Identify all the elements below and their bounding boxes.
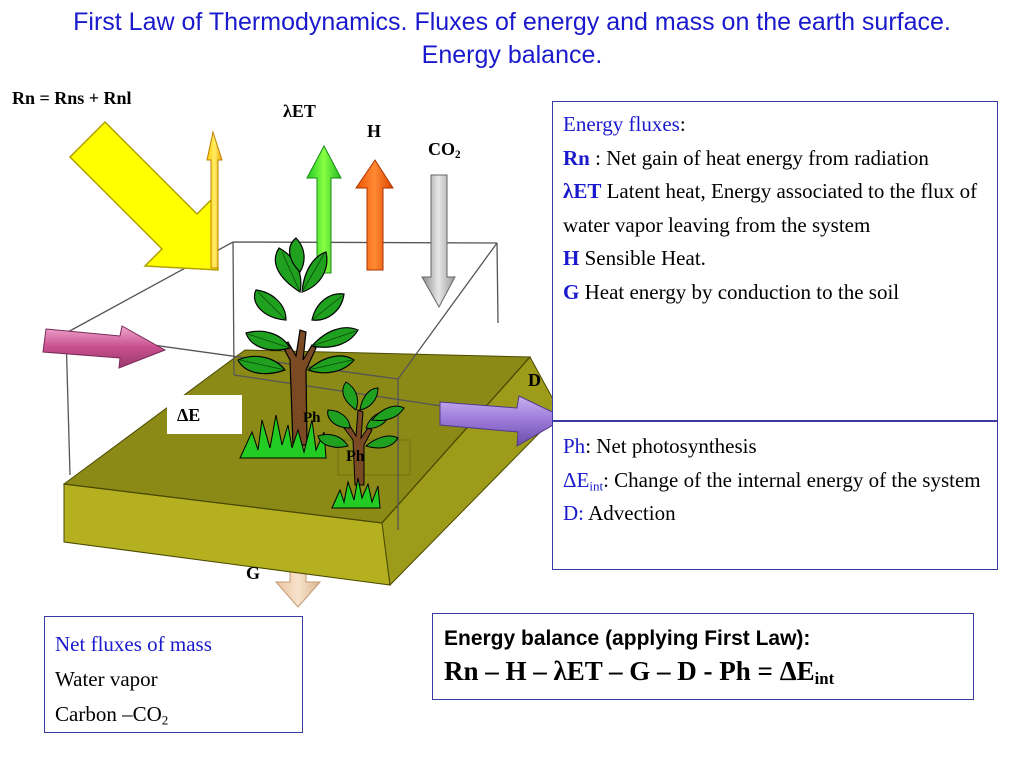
mass-fluxes-box: Net fluxes of mass Water vapor Carbon –C…	[44, 616, 303, 733]
tree-small-icon	[317, 381, 405, 486]
energy-balance-box: Energy balance (applying First Law): Rn …	[432, 613, 974, 700]
delta-e-definition: ΔEint: Change of the internal energy of …	[563, 467, 981, 493]
grass-large-icon	[239, 414, 327, 459]
rn-equation-label: Rn = Rns + Rnl	[12, 88, 132, 108]
advection-in-arrow	[42, 325, 167, 369]
mass-carbon: Carbon –CO2	[55, 702, 169, 728]
ph-definition: Ph: Net photosynthesis	[563, 434, 757, 458]
energy-balance-equation: Rn – H – λET – G – D - Ph = ΔEint	[444, 656, 835, 689]
d-label: D	[528, 370, 541, 390]
delta-e-label: ΔE	[177, 405, 201, 425]
reflected-radiation-arrow	[206, 130, 223, 269]
co2-arrow	[421, 174, 456, 309]
rn-definition: Rn : Net gain of heat energy from radiat…	[563, 145, 929, 170]
co2-label: CO2	[428, 139, 461, 160]
h-definition: H Sensible Heat.	[563, 246, 706, 270]
let-label: λET	[283, 101, 316, 121]
grass-small-icon	[331, 477, 381, 509]
ph-label: Ph	[346, 448, 365, 465]
page-title: First Law of Thermodynamics. Fluxes of e…	[73, 8, 951, 69]
delta-e-label-bg	[167, 395, 242, 434]
ph-label-overlap: Ph	[303, 410, 321, 426]
rn-arrow	[68, 120, 219, 271]
other-terms-box: Ph: Net photosynthesis ΔEint: Change of …	[552, 421, 998, 570]
let-arrow	[306, 144, 342, 274]
energy-fluxes-box: Energy fluxes: Rn : Net gain of heat ene…	[552, 101, 998, 421]
advection-out-arrow	[439, 395, 567, 447]
co2-label-sub: 2	[455, 148, 461, 161]
d-definition: D: Advection	[563, 501, 676, 525]
h-label: H	[367, 121, 382, 141]
mass-water-vapor: Water vapor	[55, 667, 158, 691]
g-label: G	[246, 563, 261, 583]
co2-label-text: CO	[428, 139, 455, 159]
tree-large-icon	[237, 237, 359, 446]
let-definition: λET Latent heat, Energy associated to th…	[563, 179, 978, 237]
energy-balance-title: Energy balance (applying First Law):	[444, 627, 811, 650]
mass-fluxes-heading: Net fluxes of mass	[55, 632, 212, 656]
energy-fluxes-heading: Energy fluxes:	[563, 112, 686, 136]
g-definition: G Heat energy by conduction to the soil	[563, 279, 900, 304]
h-arrow	[355, 159, 394, 271]
